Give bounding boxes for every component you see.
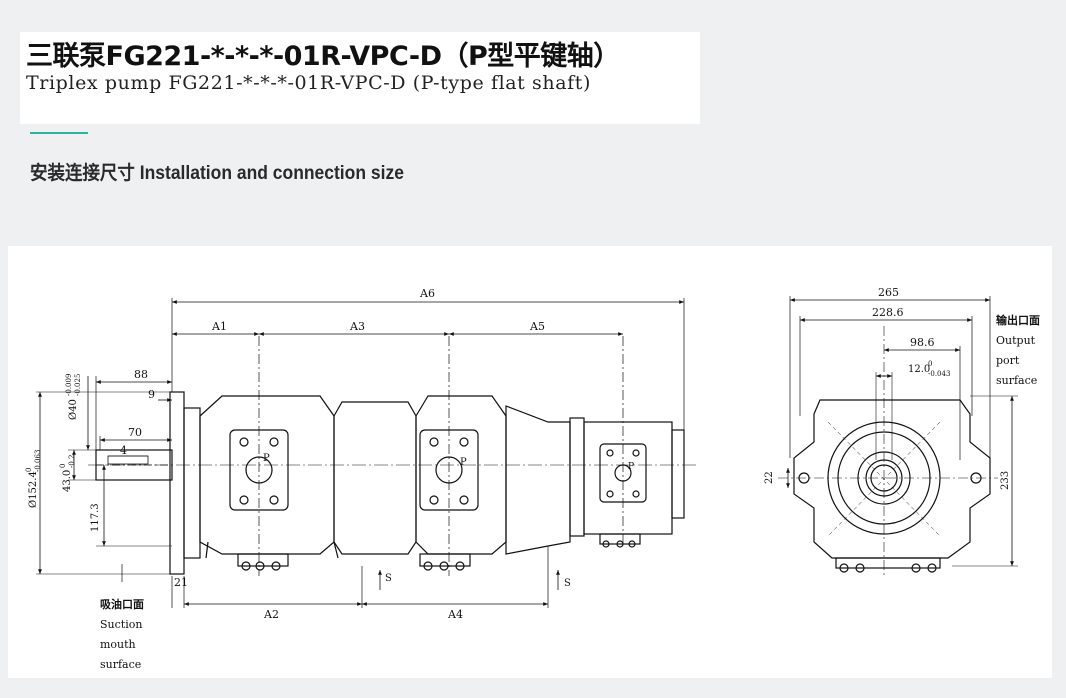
port-label-3: P: [628, 462, 634, 472]
dim-117: 117.3: [90, 503, 101, 532]
dim-228: 228.6: [872, 306, 904, 319]
dim-21: 21: [174, 576, 188, 589]
section-s-2: S: [564, 578, 571, 589]
pump-body-1: [199, 395, 335, 555]
dim-152-tol-upper: 0: [25, 468, 33, 472]
flange-hub: [183, 407, 201, 559]
suction-label-cn: 吸油口面: [100, 597, 144, 611]
title-english: Triplex pump FG221-*-*-*-01R-VPC-D (P-ty…: [26, 72, 592, 94]
suction-label-en2: mouth: [100, 638, 136, 651]
suction-label-en1: Suction: [100, 618, 142, 631]
dim-a1: A1: [211, 320, 227, 333]
bottom-port-3: [599, 533, 641, 545]
dim-12-tol-upper: 0: [928, 360, 932, 368]
end-view: [778, 296, 1018, 576]
shaft-key: [107, 455, 149, 465]
output-label-en1: Output: [996, 334, 1036, 347]
pump-body-3a: [569, 417, 585, 537]
suction-label-en3: surface: [100, 658, 141, 671]
dim-88: 88: [134, 368, 148, 381]
mounting-flange: [169, 391, 185, 575]
bottom-port-2: [419, 553, 471, 567]
dim-9: 9: [148, 388, 155, 401]
dim-40-tol-lower: -0.025: [74, 374, 82, 396]
dim-233: 233: [1000, 471, 1011, 490]
end-view-body: [793, 399, 991, 559]
dim-70: 70: [128, 426, 142, 439]
output-label-en2: port: [996, 354, 1020, 367]
dim-a4: A4: [447, 608, 463, 621]
section-heading: 安装连接尺寸 Installation and connection size: [30, 163, 404, 184]
dim-152: Ø152.4: [28, 471, 39, 508]
side-view-labels: A6 A1 A3 A5 A2 A4 88 9 70 4 21 P P P S S…: [25, 287, 634, 671]
dim-98: 98.6: [910, 336, 935, 349]
dim-12: 12.0: [908, 364, 930, 375]
technical-drawing: A6 A1 A3 A5 A2 A4 88 9 70 4 21 P P P S S…: [25, 286, 1040, 671]
title-box: 三联泵FG221-*-*-*-01R-VPC-D（P型平键轴） Triplex …: [20, 32, 700, 124]
port-label-2: P: [460, 457, 467, 468]
output-label-en3: surface: [996, 374, 1037, 387]
output-label-cn: 输出口面: [996, 313, 1040, 327]
dim-4: 4: [120, 444, 127, 457]
end-view-base: [835, 557, 941, 569]
pump-body-2: [333, 401, 417, 555]
accent-line: [30, 132, 88, 134]
dim-40: Ø40: [68, 399, 79, 420]
bottom-port-1: [237, 553, 289, 567]
pump-body-3: [583, 421, 673, 535]
dim-40-tol-upper: -0.009: [65, 374, 73, 396]
end-view-labels: 265 228.6 98.6 12.0 0 -0.043 22 233 输出口面…: [764, 286, 1040, 490]
pump-taper: [505, 405, 571, 555]
dim-22: 22: [764, 471, 775, 484]
side-view: [36, 298, 698, 608]
dim-265: 265: [878, 286, 899, 299]
dim-a6: A6: [419, 287, 435, 300]
dim-a2: A2: [263, 608, 279, 621]
dim-43-tol-upper: 0: [59, 464, 67, 468]
dim-43-tol-lower: -0.2: [68, 455, 76, 469]
title-chinese: 三联泵FG221-*-*-*-01R-VPC-D（P型平键轴）: [26, 41, 620, 72]
dim-a5: A5: [529, 320, 545, 333]
dim-43: 43.0: [62, 470, 73, 492]
dim-a3: A3: [349, 320, 365, 333]
port-label-1: P: [263, 453, 270, 464]
dim-152-tol-lower: -0.063: [34, 450, 42, 472]
section-s-1: S: [385, 573, 392, 584]
drawing-panel: A6 A1 A3 A5 A2 A4 88 9 70 4 21 P P P S S…: [8, 246, 1052, 678]
end-cap: [671, 429, 685, 519]
dim-12-tol-lower: -0.043: [928, 370, 950, 378]
